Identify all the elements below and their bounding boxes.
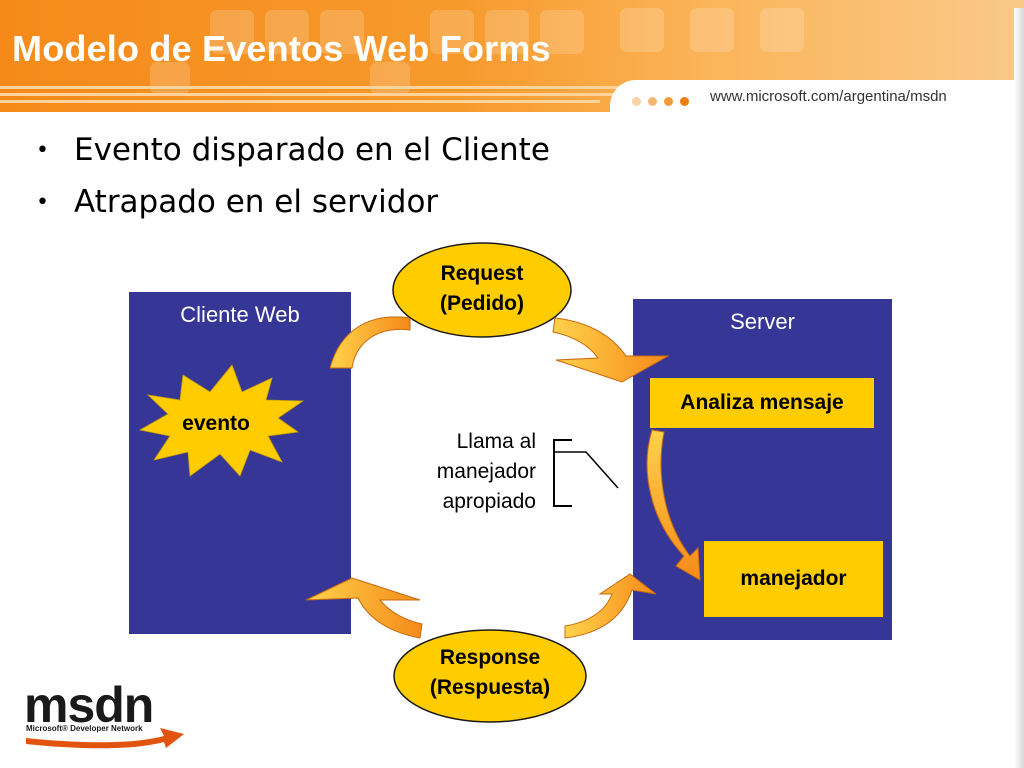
analyze-label: Analiza mensaje: [680, 391, 844, 414]
bullet-list: • Evento disparado en el Cliente • Atrapad…: [36, 128, 550, 232]
note-line: apropiado: [442, 490, 536, 513]
msdn-logo: msdn Microsoft® Developer Network: [24, 677, 194, 752]
header-dots-icon: [632, 97, 641, 106]
bullet-dot-icon: •: [36, 190, 49, 215]
curved-arrow-icon: [646, 429, 701, 581]
bullet-text: Atrapado en el servidor: [74, 184, 439, 220]
curved-arrow-icon: [552, 317, 670, 383]
note-connector: [554, 451, 619, 489]
request-label: Request: [440, 262, 524, 285]
handler-box: [704, 541, 883, 617]
header-dots-icon: [680, 97, 689, 106]
curved-arrow-icon: [329, 316, 411, 369]
bullet-dot-icon: •: [36, 138, 49, 163]
note-line: Llama al: [456, 430, 536, 453]
response-label: (Respuesta): [429, 676, 551, 699]
msdn-arrow-icon: [26, 728, 184, 749]
request-label: (Pedido): [440, 292, 524, 315]
starburst-icon: [138, 364, 305, 477]
logo-subtitle: Microsoft® Developer Network: [26, 724, 143, 733]
note-line: manejador: [436, 460, 536, 483]
request-ellipse: [392, 242, 572, 338]
slide-right-border: [1014, 8, 1024, 768]
site-url: www.microsoft.com/argentina/msdn: [710, 88, 947, 105]
bullet-text: Evento disparado en el Cliente: [74, 132, 550, 168]
header-stripe: [0, 86, 640, 89]
header-banner: Modelo de Eventos Web Forms: [0, 0, 1024, 112]
bullet-item: • Atrapado en el servidor: [36, 180, 550, 232]
server-box-label: Server: [730, 309, 795, 334]
response-ellipse: [393, 629, 587, 723]
header-pattern: [150, 8, 804, 94]
curved-arrow-icon: [564, 573, 657, 639]
header-stripe: [0, 93, 620, 96]
logo-word: msdn: [24, 677, 154, 733]
handler-label: manejador: [740, 567, 847, 590]
header-stripe: [0, 100, 600, 103]
slide-title: Modelo de Eventos Web Forms: [12, 28, 551, 69]
event-burst-label: evento: [182, 412, 250, 435]
client-box-label: Cliente Web: [180, 302, 300, 327]
header-dots-icon: [648, 97, 657, 106]
response-label: Response: [439, 646, 541, 669]
analyze-box: [650, 378, 874, 428]
bullet-item: • Evento disparado en el Cliente: [36, 128, 550, 180]
url-band: [610, 80, 1024, 118]
note-bracket: [553, 439, 572, 507]
curved-arrow-icon: [305, 577, 423, 639]
header-dots-icon: [664, 97, 673, 106]
